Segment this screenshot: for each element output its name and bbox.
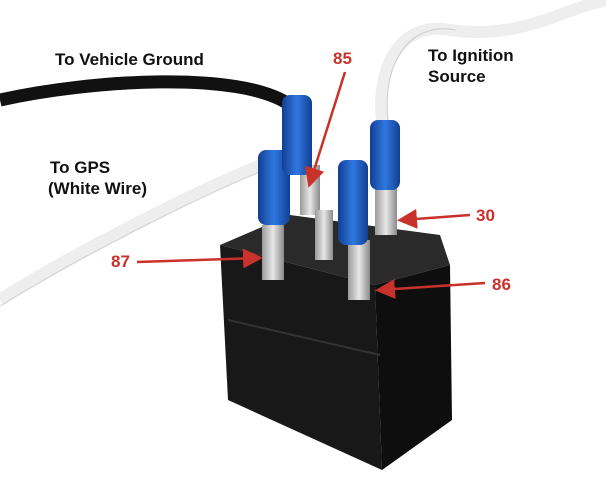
- pin-label-85: 85: [333, 49, 352, 68]
- label-gps-line1: To GPS: [50, 158, 111, 177]
- white-gps-wire: [0, 158, 265, 306]
- pin-label-87: 87: [111, 252, 130, 271]
- pin-label-30: 30: [476, 206, 495, 225]
- label-vehicle-ground: To Vehicle Ground: [55, 50, 204, 69]
- white-ignition-wire: [375, 0, 606, 142]
- connector-86: [338, 160, 368, 245]
- relay-body: [220, 215, 452, 470]
- label-ignition-line2: Source: [428, 67, 486, 86]
- label-gps-line2: (White Wire): [48, 179, 148, 198]
- connector-85: [282, 95, 312, 175]
- pin-label-86: 86: [492, 275, 511, 294]
- connector-87: [258, 150, 290, 225]
- arrow-30: [397, 208, 471, 229]
- arrow-85: [304, 71, 347, 188]
- label-ignition-line1: To Ignition: [428, 46, 514, 65]
- connector-30: [370, 120, 400, 190]
- white-gps-wire-outline: [0, 170, 263, 307]
- arrow-86: [375, 279, 486, 299]
- black-ground-wire: [0, 75, 294, 111]
- arrow-87: [136, 248, 263, 269]
